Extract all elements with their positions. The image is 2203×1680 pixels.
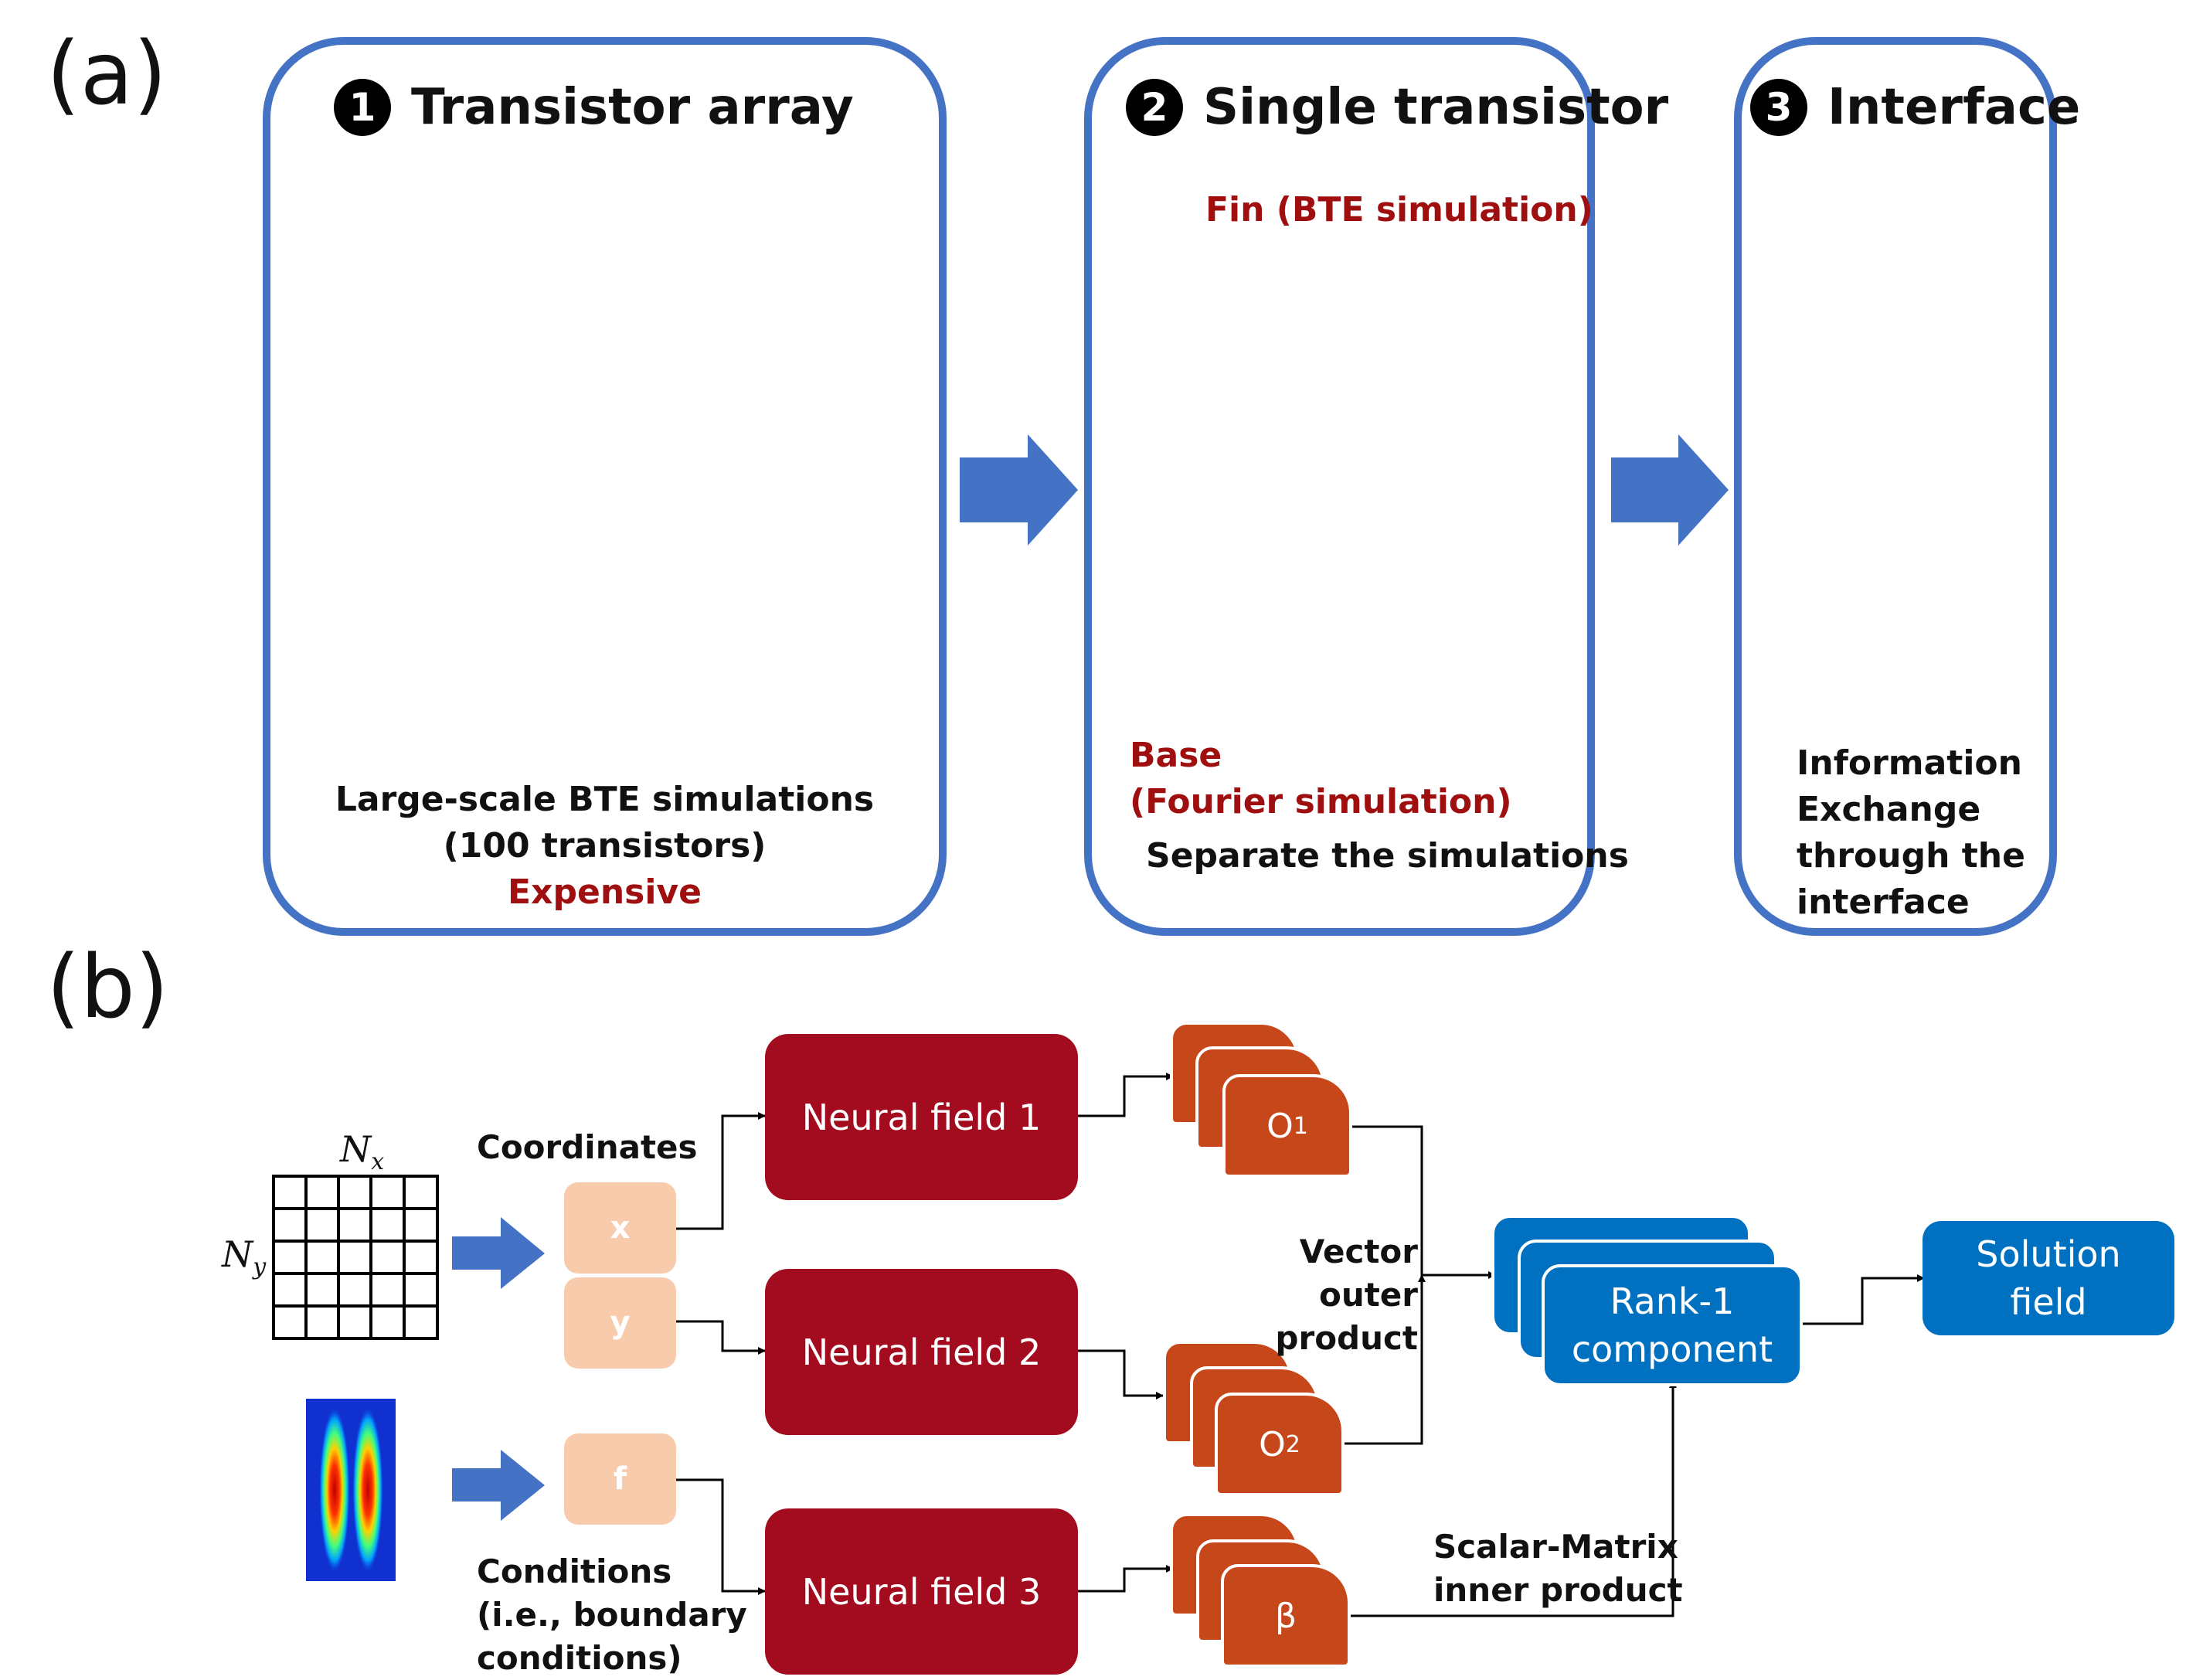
scalar-matrix-line1: Scalar-Matrix bbox=[1433, 1528, 1678, 1566]
condition-heatmap bbox=[306, 1399, 396, 1581]
interface-box bbox=[1734, 37, 2057, 936]
step-2-badge: 2 bbox=[1126, 79, 1183, 136]
box1-caption-line2: (100 transistors) bbox=[443, 826, 767, 866]
rank1-line2: component bbox=[1571, 1328, 1773, 1370]
panel-b-label: (b) bbox=[46, 937, 169, 1038]
box1-caption-line1: Large-scale BTE simulations bbox=[335, 780, 875, 819]
box3-caption-line1: Information bbox=[1797, 743, 2022, 783]
vector-outer-line2: product bbox=[1275, 1319, 1418, 1357]
box1-title-text: Transistor array bbox=[411, 79, 854, 136]
coord-x-box: x bbox=[564, 1182, 676, 1274]
ny-label: Ny bbox=[222, 1233, 266, 1280]
conditions-line2: (i.e., boundary bbox=[477, 1596, 747, 1634]
beta-stack-front: β bbox=[1221, 1564, 1351, 1668]
single-transistor-box bbox=[1084, 37, 1595, 936]
box2-caption: Separate the simulations bbox=[1146, 836, 1629, 876]
box3-caption-line2: Exchange bbox=[1797, 790, 1981, 829]
box3-title: 3 Interface bbox=[1750, 79, 2080, 136]
arrow-box1-to-box2 bbox=[960, 434, 1078, 546]
transistor-array-box bbox=[263, 37, 947, 936]
ny-label-main: N bbox=[222, 1233, 253, 1275]
vector-outer-line1: Vector outer bbox=[1299, 1233, 1418, 1314]
o2-sub: 2 bbox=[1285, 1430, 1300, 1458]
arrow-box2-to-box3 bbox=[1611, 434, 1729, 546]
step-1-badge: 1 bbox=[334, 79, 391, 136]
nx-label: Nx bbox=[340, 1128, 384, 1175]
connectors bbox=[676, 1073, 1925, 1617]
arrow-grid-to-coords bbox=[452, 1217, 545, 1289]
o2-label: O bbox=[1259, 1424, 1286, 1464]
box3-caption-line3: through the bbox=[1797, 836, 2025, 876]
coordinates-label: Coordinates bbox=[477, 1128, 698, 1166]
coord-y-box: y bbox=[564, 1277, 676, 1369]
neural-field-2: Neural field 2 bbox=[765, 1269, 1078, 1435]
neural-field-3: Neural field 3 bbox=[765, 1508, 1078, 1675]
coordinate-grid bbox=[272, 1175, 439, 1340]
cond-f-box: f bbox=[564, 1433, 676, 1525]
box1-caption: Large-scale BTE simulations (100 transis… bbox=[263, 777, 947, 916]
solution-line2: field bbox=[2010, 1281, 2087, 1323]
box3-caption-line4: interface bbox=[1797, 883, 1970, 922]
conditions-label: Conditions (i.e., boundary conditions) bbox=[477, 1550, 747, 1680]
box3-caption: Information Exchange through the interfa… bbox=[1797, 740, 2025, 926]
step-3-badge: 3 bbox=[1750, 79, 1807, 136]
conditions-line3: conditions) bbox=[477, 1639, 682, 1677]
o1-sub: 1 bbox=[1293, 1112, 1308, 1140]
box1-caption-expensive: Expensive bbox=[508, 872, 702, 912]
solution-line1: Solution bbox=[1976, 1233, 2121, 1275]
scalar-matrix-label: Scalar-Matrix inner product bbox=[1433, 1525, 1683, 1612]
base-label: Base (Fourier simulation) bbox=[1130, 733, 1512, 825]
box3-title-text: Interface bbox=[1827, 79, 2081, 136]
base-label-line2: (Fourier simulation) bbox=[1130, 782, 1512, 821]
beta-label: β bbox=[1274, 1596, 1297, 1636]
ny-label-sub: y bbox=[253, 1253, 267, 1281]
conditions-line1: Conditions bbox=[477, 1552, 672, 1590]
solution-field: Solution field bbox=[1923, 1221, 2174, 1335]
rank1-component: Rank-1 component bbox=[1542, 1264, 1803, 1386]
panel-a-label: (a) bbox=[46, 24, 168, 124]
neural-field-1: Neural field 1 bbox=[765, 1034, 1078, 1200]
base-label-line1: Base bbox=[1130, 736, 1222, 775]
rank1-line1: Rank-1 bbox=[1610, 1280, 1735, 1322]
box1-title: 1 Transistor array bbox=[334, 79, 854, 136]
vector-outer-label: Vector outer product bbox=[1221, 1230, 1418, 1360]
nx-label-sub: x bbox=[371, 1148, 385, 1176]
scalar-matrix-line2: inner product bbox=[1433, 1571, 1683, 1609]
box2-title: 2 Single transistor bbox=[1126, 79, 1668, 136]
nx-label-main: N bbox=[340, 1128, 372, 1170]
o1-label: O bbox=[1266, 1106, 1294, 1146]
arrow-heatmap-to-conditions bbox=[452, 1450, 545, 1521]
fin-label: Fin (BTE simulation) bbox=[1205, 190, 1593, 230]
box2-title-text: Single transistor bbox=[1203, 79, 1669, 136]
